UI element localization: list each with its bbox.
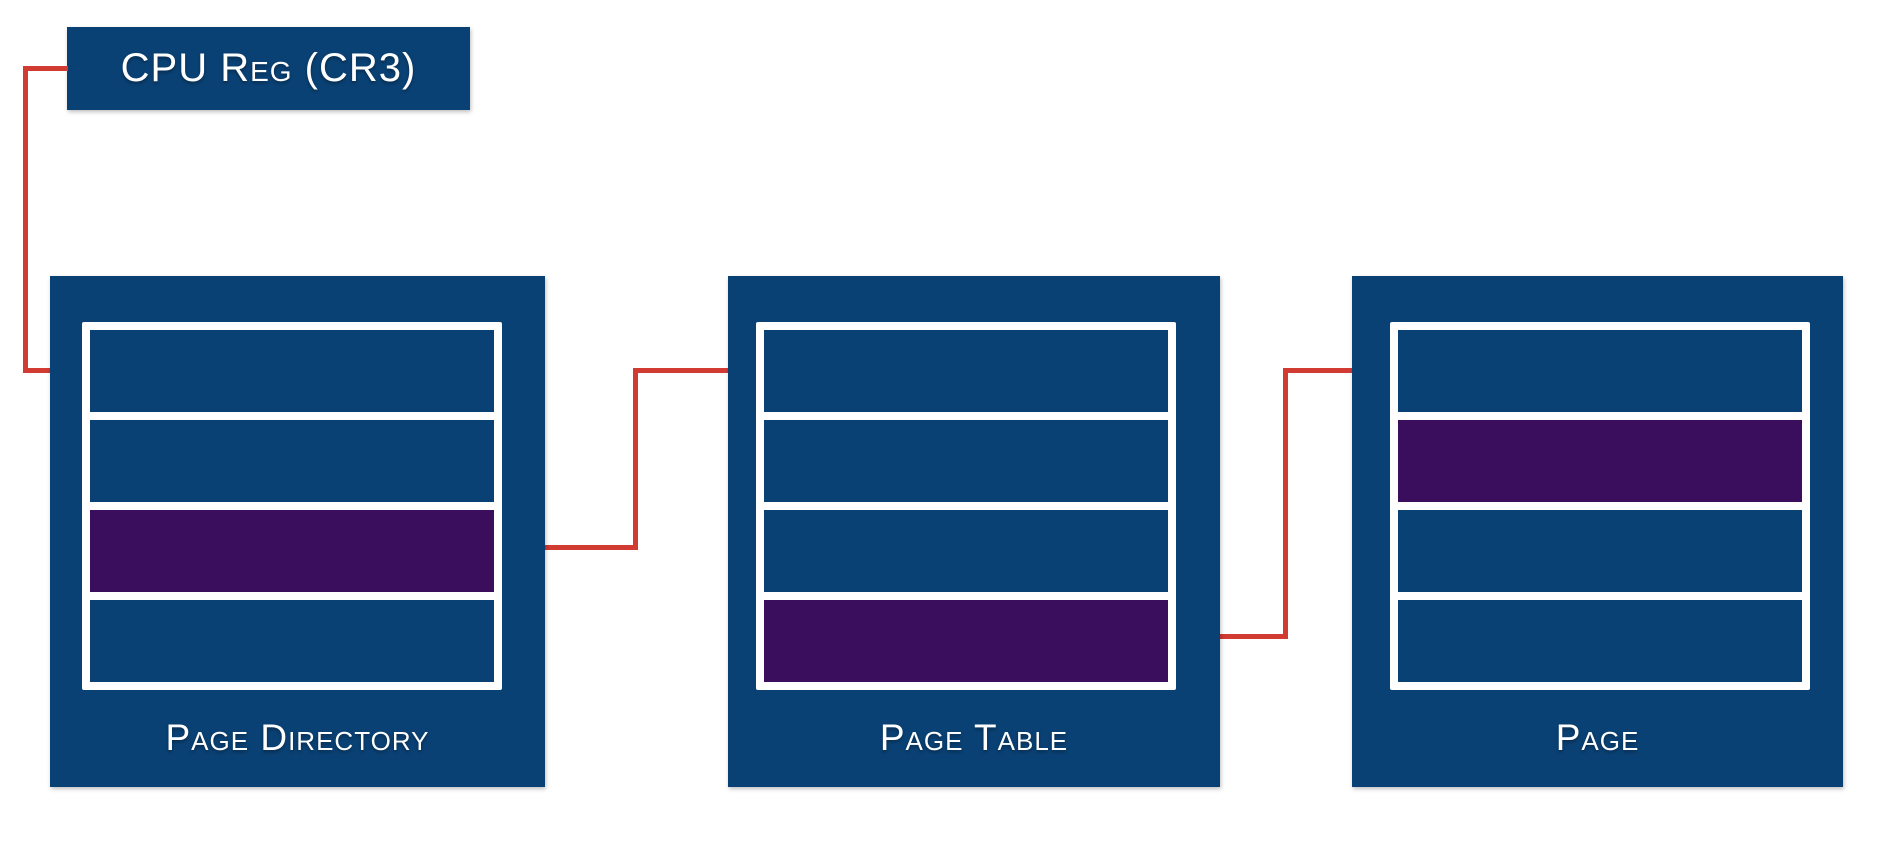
page-block: Page	[1352, 276, 1843, 787]
connector-table-to-page-segment	[1283, 368, 1288, 639]
entry-row	[90, 420, 494, 502]
page-directory-block: Page Directory	[50, 276, 545, 787]
entry-row	[764, 510, 1168, 592]
connector-directory-to-table-segment	[500, 545, 638, 550]
connector-cr3-to-directory-segment	[23, 66, 28, 373]
entry-row-highlighted	[764, 600, 1168, 682]
connector-directory-to-table-segment	[633, 368, 638, 550]
connector-cr3-to-directory-segment	[23, 368, 63, 373]
entry-row	[90, 600, 494, 682]
page-table-entry-list	[756, 322, 1176, 690]
entry-row	[1398, 510, 1802, 592]
connector-cr3-to-directory-segment	[23, 66, 68, 71]
page-directory-entry-list	[82, 322, 502, 690]
page-table-label: Page Table	[879, 717, 1069, 758]
entry-row	[1398, 330, 1802, 412]
connector-directory-to-table-segment	[633, 368, 738, 373]
page-table-block: Page Table	[728, 276, 1220, 787]
cpu-reg-cr3-label: CPU Reg (CR3)	[120, 46, 417, 90]
entry-row	[90, 330, 494, 412]
connector-table-to-page-segment	[1178, 634, 1288, 639]
entry-row	[764, 420, 1168, 502]
entry-row	[764, 330, 1168, 412]
entry-row	[1398, 600, 1802, 682]
cpu-reg-cr3-box: CPU Reg (CR3)	[67, 27, 470, 110]
connector-table-to-page-segment	[1283, 368, 1365, 373]
page-label: Page	[1555, 717, 1640, 758]
page-entry-list	[1390, 322, 1810, 690]
entry-row-highlighted	[1398, 420, 1802, 502]
page-directory-label: Page Directory	[165, 717, 430, 758]
entry-row-highlighted	[90, 510, 494, 592]
